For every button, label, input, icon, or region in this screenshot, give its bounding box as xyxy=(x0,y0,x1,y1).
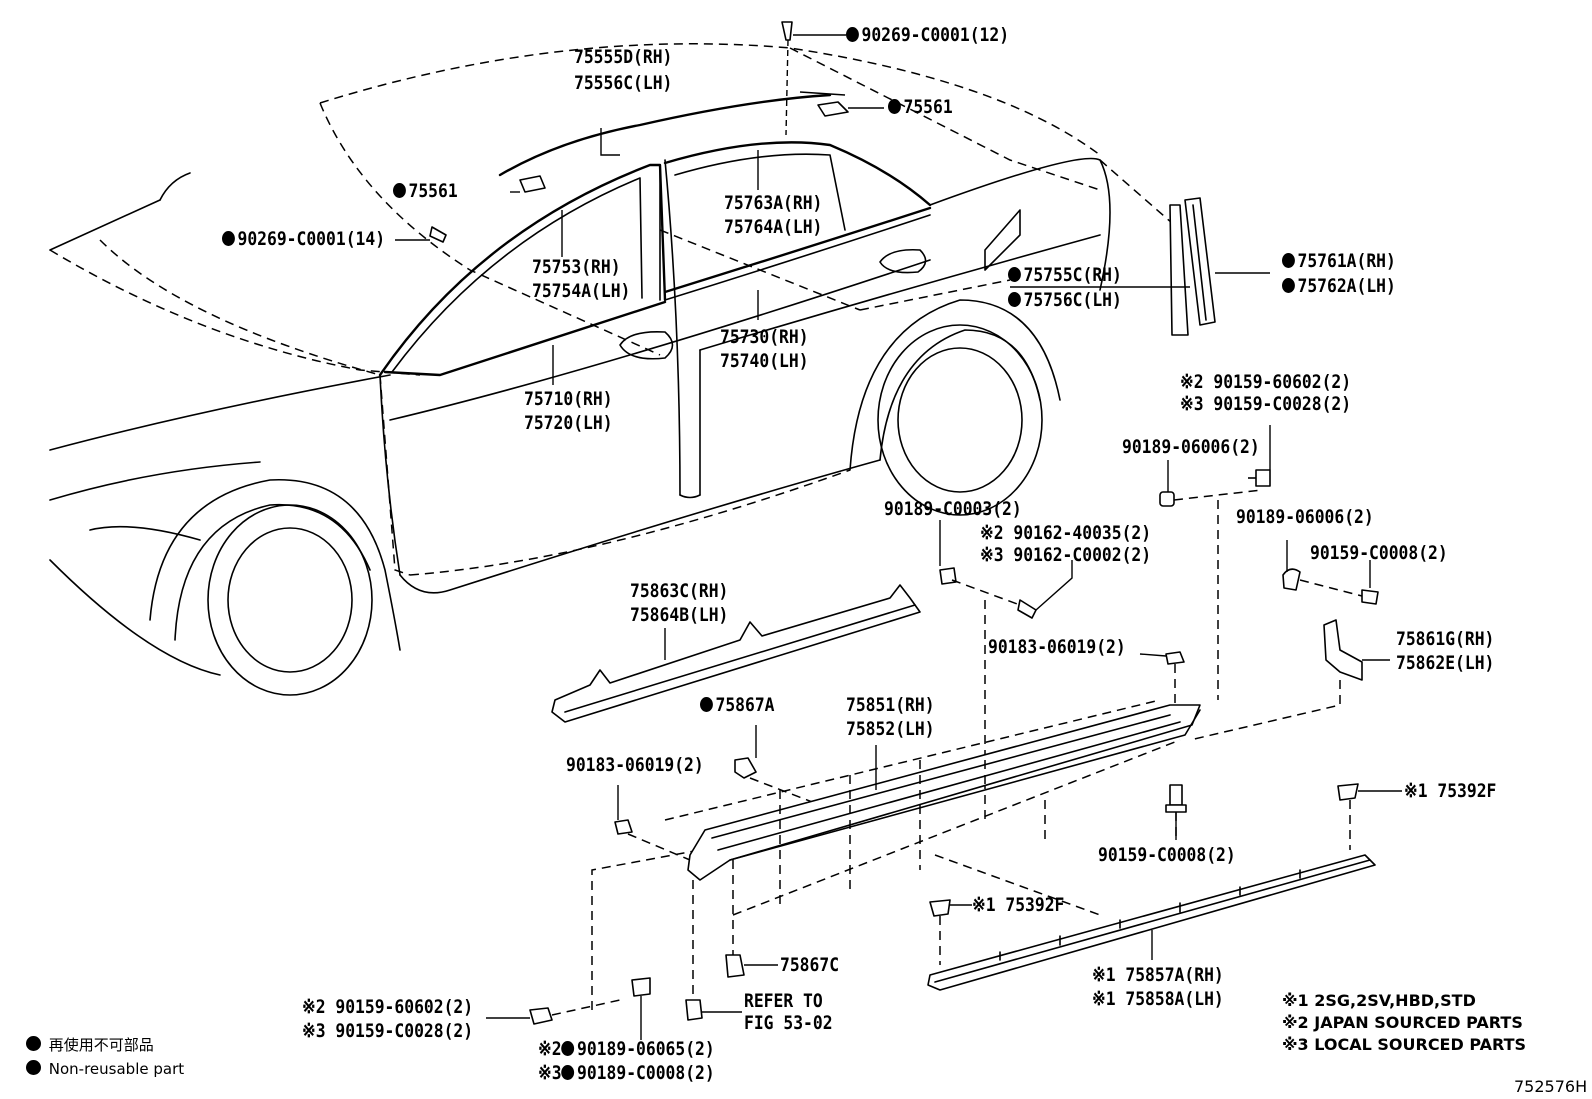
non-reusable-dot xyxy=(1008,292,1021,307)
non-reusable-dot xyxy=(561,1065,575,1080)
callout-90159-60602-bottom: ※2 90159-60602(2) xyxy=(302,996,474,1018)
callout-75861g: 75861G(RH) xyxy=(1396,628,1495,650)
non-reusable-dot xyxy=(846,27,859,42)
callout-90159-c0008-right: 90159-C0008(2) xyxy=(1310,542,1448,564)
callout-75710: 75710(RH) xyxy=(524,388,613,410)
callout-text: 90269-C0001(14) xyxy=(237,228,386,250)
callout-90189-c0008: ※3 90189-C0008(2) xyxy=(538,1062,715,1084)
callout-75867a: 75867A xyxy=(700,694,775,716)
callout-75561-left: 75561 xyxy=(393,180,458,202)
legend-jp: 再使用不可部品 xyxy=(26,1034,154,1056)
callout-75756c: 75756C(LH) xyxy=(1008,289,1122,311)
callout-75763a: 75763A(RH) xyxy=(724,192,823,214)
callout-75867c: 75867C xyxy=(780,954,840,976)
callout-75740: 75740(LH) xyxy=(720,350,809,372)
callout-90183-06019-left: 90183-06019(2) xyxy=(566,754,704,776)
callout-75851: 75851(RH) xyxy=(846,694,935,716)
callout-text: 75561 xyxy=(408,180,458,202)
car-body xyxy=(49,43,1216,696)
callout-90159-c0028-top: ※3 90159-C0028(2) xyxy=(1180,393,1352,415)
non-reusable-dot xyxy=(1282,278,1295,293)
callout-75764a: 75764A(LH) xyxy=(724,216,823,238)
callout-text: 90189-06065(2) xyxy=(577,1038,715,1060)
non-reusable-dot xyxy=(1282,253,1295,268)
callout-75392f-mid: ※1 75392F xyxy=(972,894,1065,916)
callout-75857a: ※1 75857A(RH) xyxy=(1092,964,1224,986)
callout-90159-60602-top: ※2 90159-60602(2) xyxy=(1180,371,1352,393)
callout-text: 75561 xyxy=(903,96,953,118)
callout-90189-06006-a: 90189-06006(2) xyxy=(1122,436,1260,458)
refer-text-2: FIG 53-02 xyxy=(744,1012,833,1034)
non-reusable-dot xyxy=(393,183,406,198)
callout-90162-40035: ※2 90162-40035(2) xyxy=(980,522,1152,544)
callout-75753: 75753(RH) xyxy=(532,256,621,278)
non-reusable-dot xyxy=(1008,267,1021,282)
callout-text: 75867A xyxy=(715,694,775,716)
note-1: ※1 2SG,2SV,HBD,STD xyxy=(1282,991,1476,1010)
legend-en: Non-reusable part xyxy=(26,1058,184,1080)
callout-90269-c0001-12: 90269-C0001(12) xyxy=(846,24,1009,46)
callout-90189-06006-b: 90189-06006(2) xyxy=(1236,506,1374,528)
non-reusable-dot xyxy=(26,1036,41,1051)
non-reusable-dot xyxy=(222,231,235,246)
non-reusable-dot xyxy=(700,697,713,712)
callout-90183-06019-right: 90183-06019(2) xyxy=(988,636,1126,658)
callout-90159-c0028-bottom: ※3 90159-C0028(2) xyxy=(302,1020,474,1042)
callout-75556c: 75556C(LH) xyxy=(574,72,673,94)
callout-75761a: 75761A(RH) xyxy=(1282,250,1396,272)
note-2: ※2 JAPAN SOURCED PARTS xyxy=(1282,1013,1523,1032)
callout-75730: 75730(RH) xyxy=(720,326,809,348)
note-3: ※3 LOCAL SOURCED PARTS xyxy=(1282,1035,1527,1054)
callout-75755c: 75755C(RH) xyxy=(1008,264,1122,286)
callout-90162-c0002: ※3 90162-C0002(2) xyxy=(980,544,1152,566)
callout-75555d: 75555D(RH) xyxy=(574,46,673,68)
callout-mark: ※3 xyxy=(538,1062,562,1084)
callout-text: 75755C(RH) xyxy=(1023,264,1122,286)
callout-75754a: 75754A(LH) xyxy=(532,280,631,302)
callout-75858a: ※1 75858A(LH) xyxy=(1092,988,1224,1010)
callout-90189-06065: ※2 90189-06065(2) xyxy=(538,1038,715,1060)
non-reusable-dot xyxy=(561,1041,575,1056)
callout-text: 75756C(LH) xyxy=(1023,289,1122,311)
rocker-moldings xyxy=(551,584,1376,991)
refer-text-1: REFER TO xyxy=(744,990,823,1012)
callout-90269-c0001-14: 90269-C0001(14) xyxy=(222,228,385,250)
callout-75852: 75852(LH) xyxy=(846,718,935,740)
callout-75862e: 75862E(LH) xyxy=(1396,652,1495,674)
callout-text: 90269-C0001(12) xyxy=(861,24,1010,46)
non-reusable-dot xyxy=(888,99,901,114)
callout-75863c: 75863C(RH) xyxy=(630,580,729,602)
non-reusable-dot xyxy=(26,1060,41,1075)
callout-75720: 75720(LH) xyxy=(524,412,613,434)
callout-text: 75761A(RH) xyxy=(1297,250,1396,272)
callout-90189-c0003: 90189-C0003(2) xyxy=(884,498,1022,520)
callout-75392f-right: ※1 75392F xyxy=(1404,780,1497,802)
figure-code: 752576H xyxy=(1514,1077,1588,1096)
small-parts xyxy=(429,21,1379,1025)
callout-75864b: 75864B(LH) xyxy=(630,604,729,626)
callout-75762a: 75762A(LH) xyxy=(1282,275,1396,297)
legend-text: Non-reusable part xyxy=(48,1060,185,1078)
callout-75561-top: 75561 xyxy=(888,96,953,118)
callout-text: 75762A(LH) xyxy=(1297,275,1396,297)
callout-text: 90189-C0008(2) xyxy=(577,1062,715,1084)
legend-text: 再使用不可部品 xyxy=(48,1036,154,1054)
leader-lines xyxy=(395,34,1402,1040)
callout-90159-c0008-bottom: 90159-C0008(2) xyxy=(1098,844,1236,866)
callout-mark: ※2 xyxy=(538,1038,562,1060)
